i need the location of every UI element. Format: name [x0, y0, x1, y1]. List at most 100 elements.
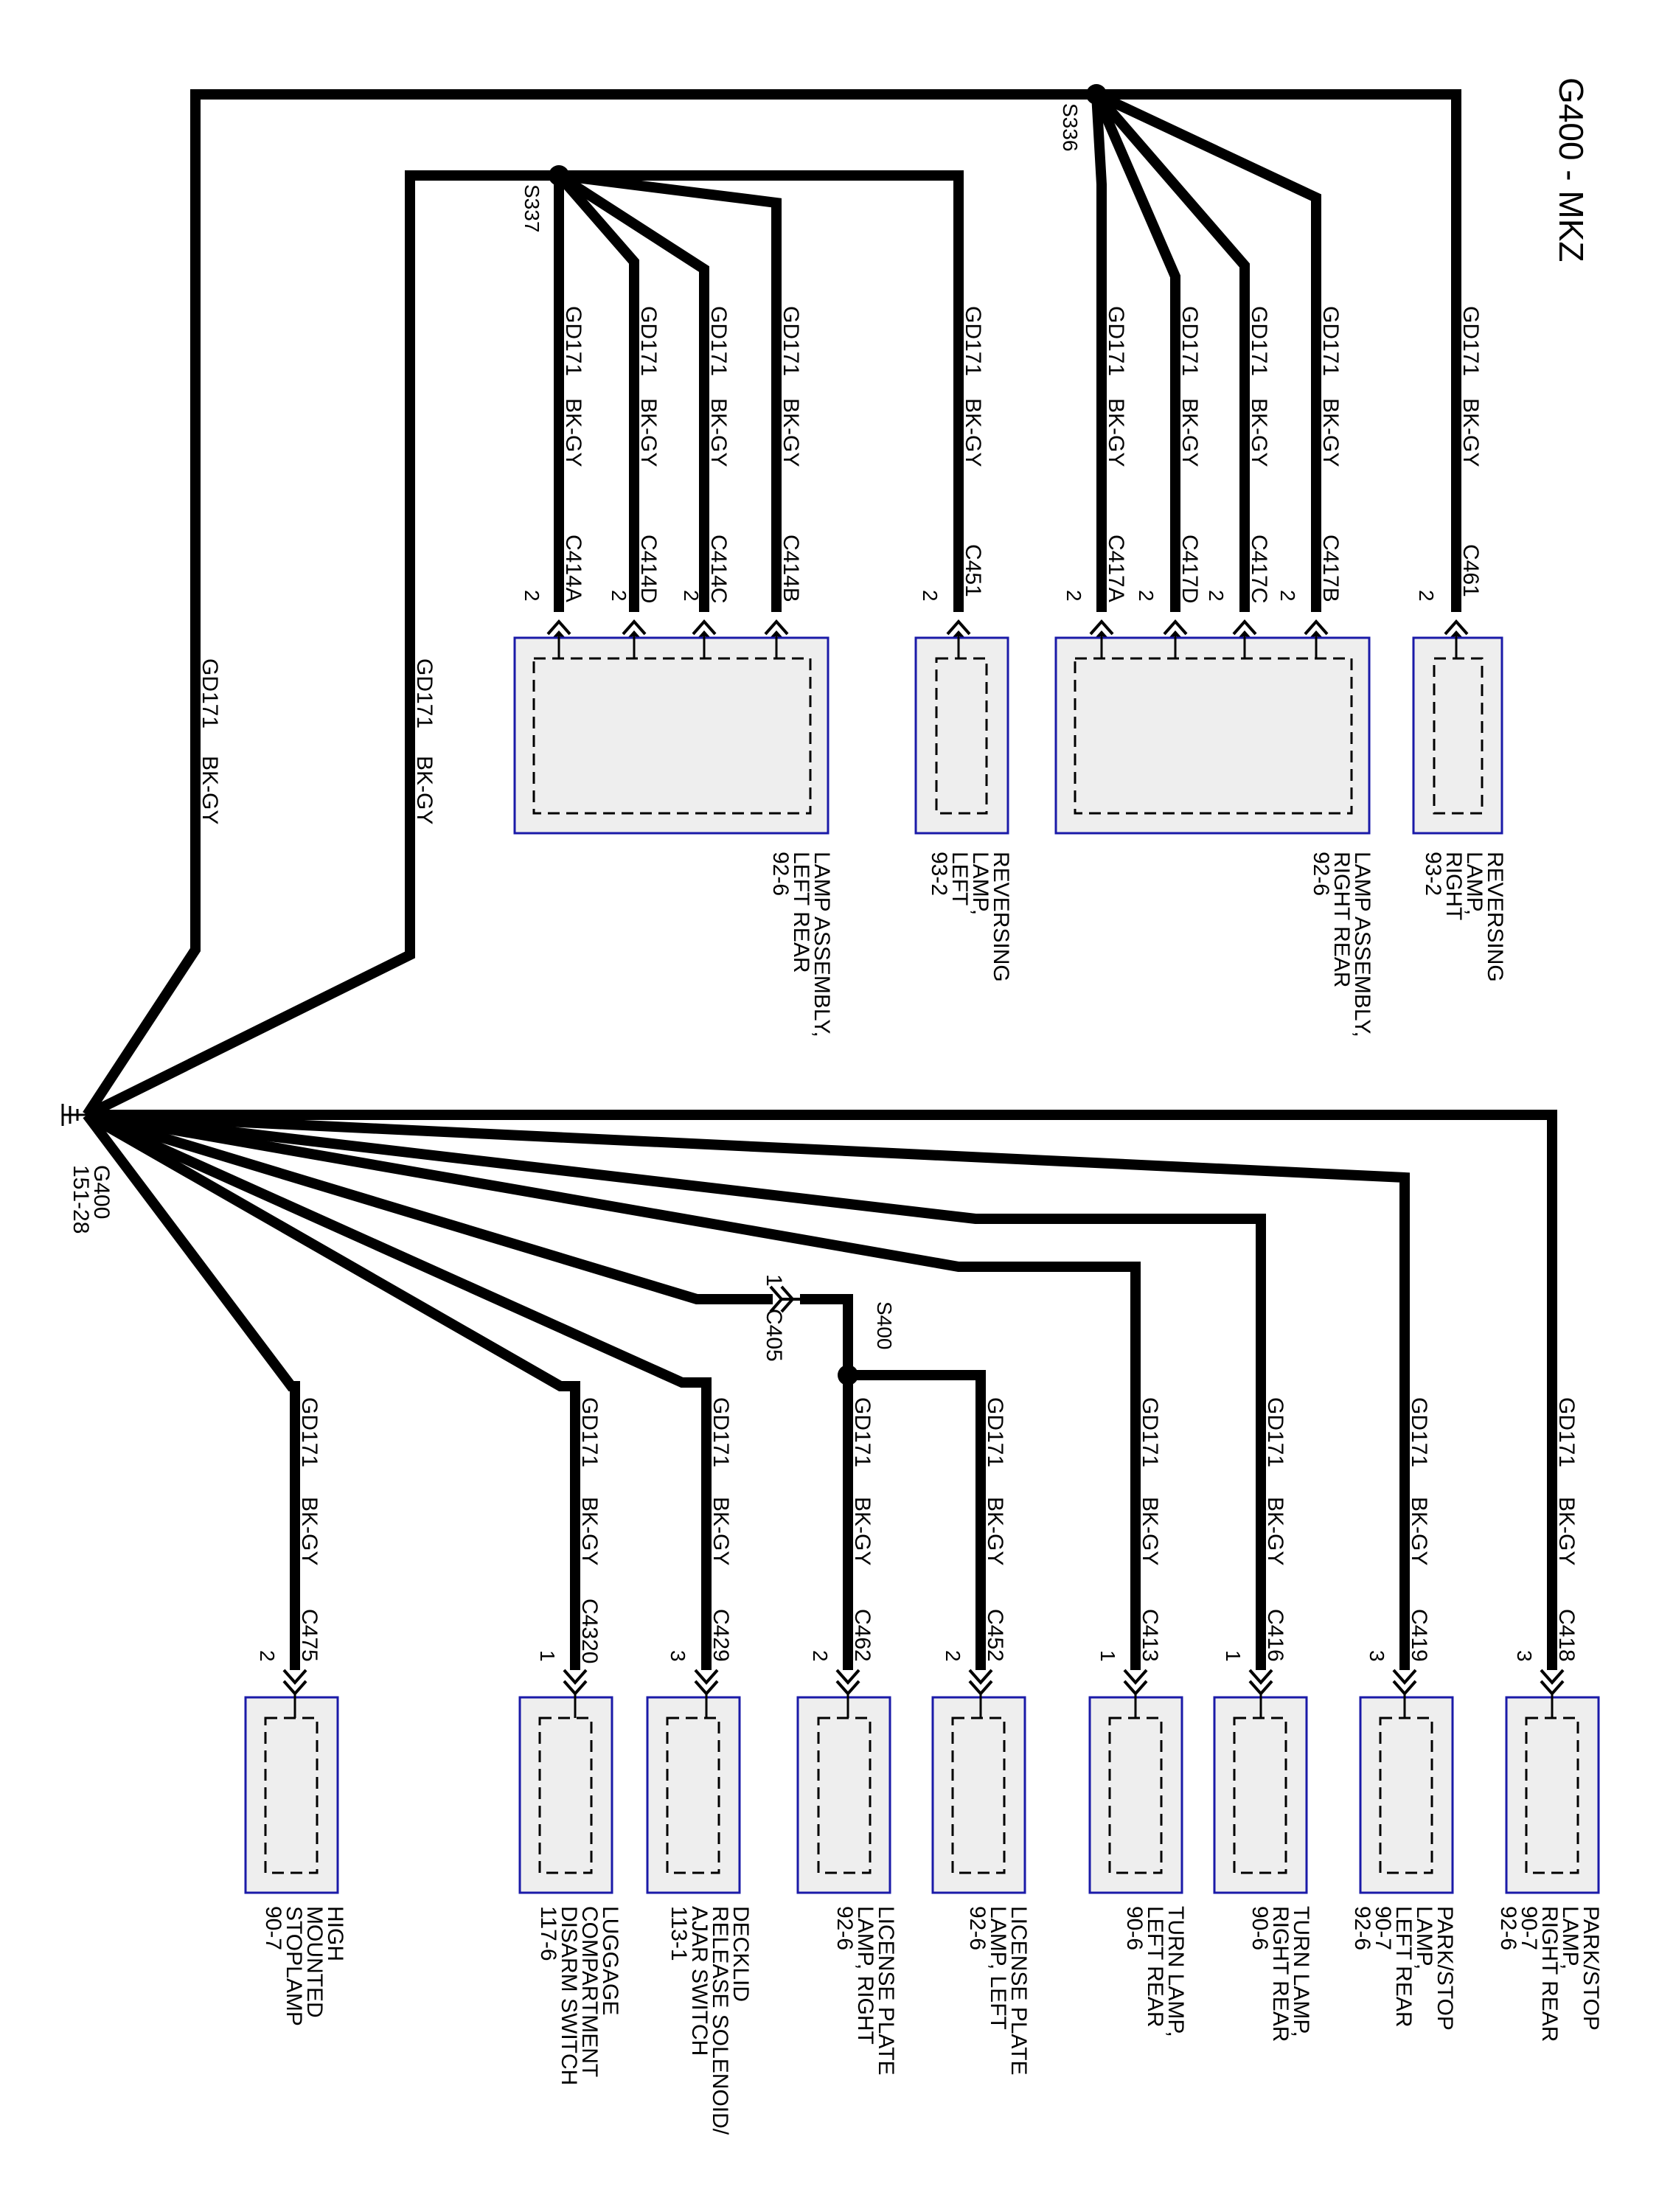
pin-label: 2: [521, 590, 543, 602]
top-components: REVERSING LAMP, RIGHT 93-2 LAMP ASSEMBLY…: [513, 634, 1507, 1037]
splice-s336-label: S336: [1059, 103, 1082, 151]
wire-code-label: GD171: [561, 306, 585, 376]
pin-label: 2: [256, 1650, 279, 1662]
component-label-line: 90-7: [1517, 1906, 1541, 1950]
branch-c413: GD171 BK-GY C413 1 TURN LAMP, LEFT REAR …: [1088, 1397, 1188, 2037]
component-label-line: COMPARTMENT: [577, 1906, 602, 2077]
wire-s336-c417d: [1091, 92, 1180, 612]
component-label-line: LAMP, LEFT: [986, 1906, 1010, 2030]
component-label-line: LUGGAGE: [598, 1906, 622, 2015]
branch-c462: GD171 BK-GY C462 2 LICENSE PLATE LAMP, R…: [796, 1397, 898, 2076]
branch-c4320: GD171 BK-GY C4320 1 LUGGAGE COMPARTMENT …: [518, 1397, 622, 2085]
wire-color-label: BK-GY: [779, 398, 803, 467]
component-label-line: PARK/STOP: [1579, 1906, 1603, 2031]
pin-label: 2: [608, 590, 630, 602]
splice-s337: [549, 165, 569, 186]
wire-s336-c417b: [1094, 89, 1321, 612]
connector-label: C418: [1554, 1609, 1579, 1662]
component-label-line: AJAR SWITCH: [687, 1906, 712, 2056]
wire-color-label: BK-GY: [561, 398, 585, 467]
branch-c461: GD171 BK-GY C461 2: [1415, 306, 1483, 602]
top-branch-labels: GD171 BK-GY C461 2 GD171 BK-GY C417B 2 G…: [521, 306, 1483, 603]
splice-s337-label: S337: [521, 184, 543, 232]
component-label-line: 93-2: [1421, 852, 1445, 896]
wire-code-label: GD171: [1318, 306, 1343, 376]
component-box: [646, 1696, 741, 1894]
wire-code-label: GD171: [1554, 1397, 1579, 1467]
wire-color-label: BK-GY: [1104, 398, 1128, 467]
component-box: [1088, 1696, 1183, 1894]
component-reversing-lamp-right: REVERSING LAMP, RIGHT 93-2: [1412, 634, 1507, 982]
component-label-line: LICENSE PLATE: [1006, 1906, 1031, 2076]
ground-g400: G400 151-28: [61, 1104, 114, 1234]
branch-c414a: GD171 BK-GY C414A 2: [521, 306, 585, 602]
component-inner: [817, 1717, 872, 1874]
branch-c417a: GD171 BK-GY C417A 2: [1062, 306, 1128, 602]
component-box: [931, 1696, 1026, 1894]
branch-c414d: GD171 BK-GY C414D 2: [608, 306, 661, 603]
wire-code-label: GD171: [709, 1397, 733, 1467]
wire-code-label: GD171: [1458, 306, 1483, 376]
ground-ref: 151-28: [69, 1165, 93, 1234]
component-label-line: LAMP,: [1462, 852, 1486, 915]
component-box: [244, 1696, 339, 1894]
splice-s400-label: S400: [873, 1301, 896, 1349]
component-label-line: 117-6: [536, 1906, 560, 1961]
component-label-line: DISARM SWITCH: [557, 1906, 581, 2085]
component-label-line: LEFT: [947, 852, 972, 905]
connector-label: C475: [297, 1609, 321, 1662]
component-label-line: 90-7: [261, 1906, 285, 1950]
component-label-line: LAMP,: [1558, 1906, 1582, 1969]
connector-label: C414D: [636, 535, 661, 603]
component-inner: [1433, 657, 1484, 815]
wire-ground-c405: [85, 1110, 773, 1304]
component-label-line: 92-6: [832, 1906, 857, 1950]
wire-color-label: BK-GY: [1263, 1497, 1287, 1565]
wire-ground-c418: [87, 1110, 1557, 1670]
connector-label: C417D: [1178, 535, 1202, 603]
connector-arrow: [1248, 1669, 1273, 1697]
wire-s400-c452: [848, 1370, 986, 1670]
component-inner: [532, 657, 812, 815]
component-label-line: RELEASE SOLENOID/: [708, 1906, 732, 2135]
wire-code-label: GD171: [198, 658, 222, 728]
component-label-line: REVERSING: [989, 852, 1013, 982]
splice-s400: [838, 1365, 858, 1385]
component-label-line: LAMP ASSEMBLY,: [1350, 852, 1374, 1037]
pin-label: 2: [1062, 590, 1085, 602]
branch-c414b: GD171 BK-GY C414B: [779, 306, 803, 602]
connector-arrow: [1392, 1669, 1417, 1697]
connector-arrow: [1540, 1669, 1565, 1697]
wire-code-label: GD171: [297, 1397, 321, 1467]
component-label-line: RIGHT: [1441, 852, 1466, 920]
wire-color-label: BK-GY: [1458, 398, 1483, 467]
feed-wire-label-2: GD171 BK-GY: [412, 658, 437, 824]
component-box: [796, 1696, 891, 1894]
wire-c405-s400: [800, 1294, 853, 1375]
connector-label: C416: [1263, 1609, 1287, 1662]
branch-c417d: GD171 BK-GY C417D 2: [1135, 306, 1202, 603]
connector-label: C429: [709, 1609, 733, 1662]
wire-ground-c416: [86, 1110, 1266, 1670]
component-label-line: 92-6: [965, 1906, 990, 1950]
wire-ground-to-s336: [83, 89, 1096, 1118]
connector-label: C451: [961, 544, 985, 597]
component-label-line: LAMP, RIGHT: [853, 1906, 877, 2045]
connector-label: C417A: [1104, 535, 1128, 602]
wire-code-label: GD171: [779, 306, 803, 376]
component-inner: [264, 1717, 319, 1874]
inline-connector-pin: 1: [762, 1274, 786, 1287]
pin-label: 3: [667, 1650, 689, 1662]
wire-s337-c414d: [554, 172, 639, 612]
connector-label: C414B: [779, 535, 803, 602]
pin-label: 2: [919, 590, 942, 602]
wire-color-label: BK-GY: [1247, 398, 1271, 467]
component-reversing-lamp-left: REVERSING LAMP, LEFT 93-2: [914, 634, 1013, 982]
component-label-line: 93-2: [927, 852, 951, 896]
component-label-line: PARK/STOP: [1433, 1906, 1457, 2031]
branch-c419: GD171 BK-GY C419 3 PARK/STOP LAMP, LEFT …: [1350, 1397, 1457, 2031]
inline-connector-label: C405: [762, 1309, 786, 1362]
component-label-line: 92-6: [1350, 1906, 1374, 1950]
branch-c452: GD171 BK-GY C452 2 LICENSE PLATE LAMP, L…: [931, 1397, 1031, 2076]
